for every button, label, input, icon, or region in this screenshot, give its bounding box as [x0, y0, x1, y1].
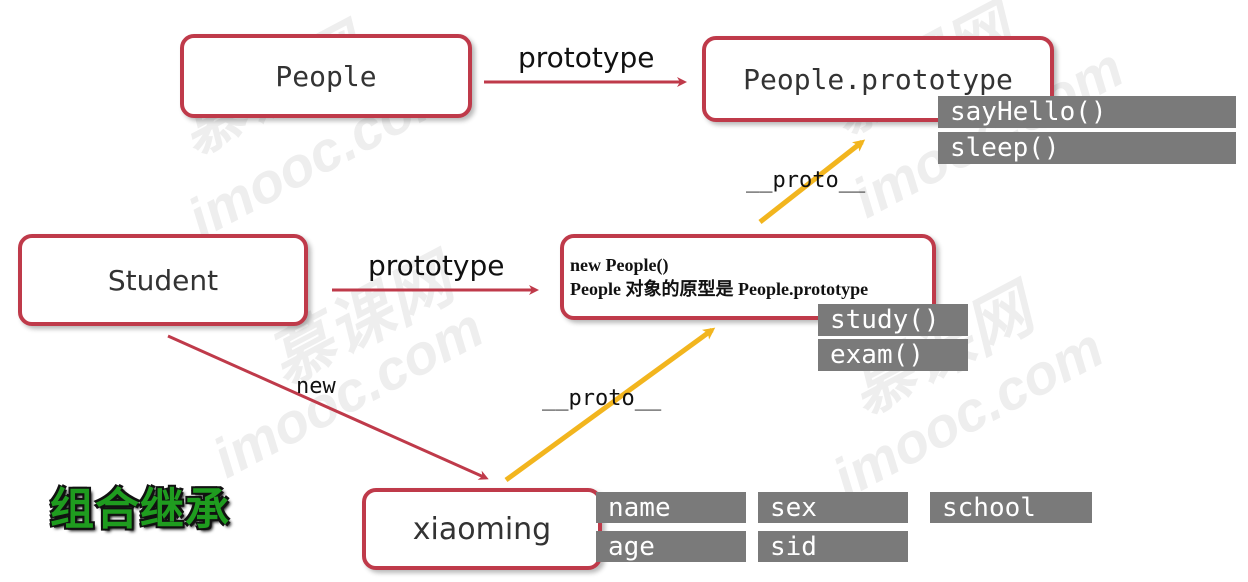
edge-label-new: new	[296, 374, 336, 399]
prop-tag-sid: sid	[758, 531, 908, 562]
node-student: Student	[18, 234, 308, 326]
node-people: People	[180, 34, 472, 118]
edge-label-xiaoming-proto: __proto__	[542, 386, 662, 411]
node-new-people-line2: People 对象的原型是 People.prototype	[570, 279, 869, 299]
arrow-xiaoming-proto	[504, 327, 716, 483]
node-people-label: People	[275, 59, 377, 93]
node-people-prototype-label: People.prototype	[743, 62, 1013, 96]
method-tag-exam: exam()	[818, 339, 968, 371]
prop-tag-sex: sex	[758, 492, 908, 523]
node-xiaoming: xiaoming	[362, 488, 602, 570]
edge-label-new-people-proto: __proto__	[746, 168, 866, 193]
prop-tag-age: age	[596, 531, 746, 562]
prop-tag-name: name	[596, 492, 746, 523]
method-tag-study: study()	[818, 304, 968, 336]
arrow-student-new	[167, 334, 489, 480]
diagram-title: 组合继承	[50, 484, 230, 535]
method-tag-sleep: sleep()	[938, 132, 1236, 164]
node-new-people: new People() People 对象的原型是 People.protot…	[560, 234, 936, 320]
edge-label-student-prototype: prototype	[368, 249, 505, 282]
node-new-people-line1: new People()	[570, 255, 669, 275]
node-xiaoming-label: xiaoming	[412, 511, 552, 547]
method-tag-sayhello: sayHello()	[938, 96, 1236, 128]
edge-label-people-prototype: prototype	[518, 41, 655, 74]
node-student-label: Student	[107, 263, 219, 297]
prop-tag-school: school	[930, 492, 1092, 523]
arrow-new-people-proto	[758, 139, 866, 224]
